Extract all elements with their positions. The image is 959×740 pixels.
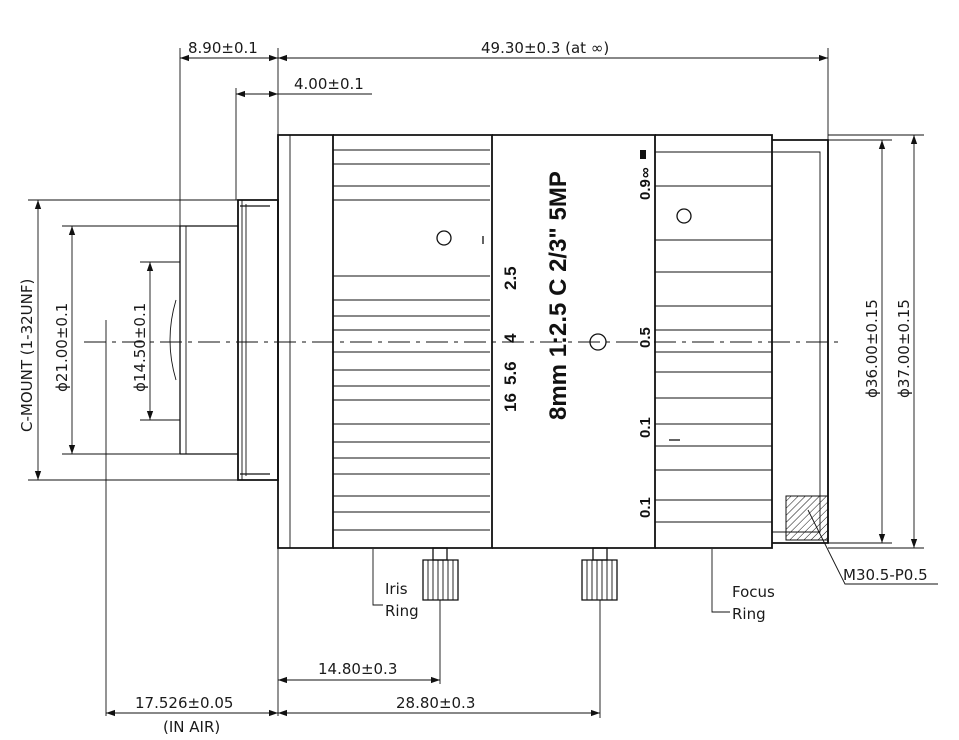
lens-body bbox=[169, 134, 829, 549]
focus-lock-screw bbox=[581, 547, 618, 601]
iris-scale-2-5: 2.5 bbox=[501, 266, 520, 290]
dim-iris-screw-distance: 14.80±0.3 bbox=[318, 660, 397, 678]
focus-scale-infinity: ∞ bbox=[637, 167, 654, 178]
filter-thread-label: M30.5-P0.5 bbox=[843, 566, 928, 584]
focus-ring-label-1: Focus bbox=[732, 583, 775, 601]
lens-model-engraving: 8mm 1:2.5 C 2/3" 5MP bbox=[545, 171, 572, 420]
mount-thread bbox=[237, 199, 279, 481]
rear-barrel bbox=[179, 225, 238, 455]
engravings: 8mm 1:2.5 C 2/3" 5MP 16 5.6 4 2.5 0.1 0.… bbox=[436, 150, 692, 518]
iris-scale-5-6: 5.6 bbox=[501, 361, 520, 385]
dim-thread-length: 4.00±0.1 bbox=[294, 75, 364, 93]
dim-mount-diameter: ϕ21.00±0.1 bbox=[53, 303, 71, 392]
dim-body-diameter-outer: ϕ37.00±0.15 bbox=[895, 299, 913, 398]
iris-scale-4: 4 bbox=[501, 333, 520, 343]
focus-ring-label-2: Ring bbox=[732, 605, 766, 623]
iris-index-dot bbox=[436, 230, 452, 246]
dim-focus-screw-distance: 28.80±0.3 bbox=[396, 694, 475, 712]
dim-body-diameter-inner: ϕ36.00±0.15 bbox=[863, 299, 881, 398]
dim-mount-thread: C-MOUNT (1-32UNF) bbox=[18, 279, 36, 432]
focus-ring bbox=[655, 134, 773, 549]
iris-ring-label-1: Iris bbox=[385, 580, 408, 598]
focus-scale-0-5: 0.5 bbox=[637, 327, 654, 348]
dim-rear-lens-diameter: ϕ14.50±0.1 bbox=[131, 303, 149, 392]
iris-scale-16: 16 bbox=[501, 393, 520, 412]
dim-flange-focal-distance: 17.526±0.05 bbox=[135, 694, 233, 712]
focus-index-dot bbox=[676, 208, 692, 224]
iris-ring bbox=[333, 134, 493, 549]
iris-ring-label-2: Ring bbox=[385, 602, 419, 620]
dim-overall-length: 49.30±0.3 (at ∞) bbox=[481, 39, 609, 57]
filter-thread-leader bbox=[807, 509, 938, 585]
focus-scale-0-9: 0.9 bbox=[637, 179, 654, 200]
dim-flange-offset: 8.90±0.1 bbox=[188, 39, 258, 57]
iris-ring-leader bbox=[372, 549, 383, 606]
marking-band bbox=[492, 134, 656, 549]
filter-thread-section bbox=[785, 495, 829, 541]
focus-scale-0-1: 0.1 bbox=[637, 417, 654, 438]
center-index-dot bbox=[589, 333, 607, 351]
focus-scale-0-1-low: 0.1 bbox=[637, 497, 654, 518]
iris-lock-screw bbox=[422, 547, 459, 601]
focus-ring-leader bbox=[711, 549, 730, 613]
dim-flange-focal-note: (IN AIR) bbox=[163, 718, 220, 736]
rear-lens-element bbox=[169, 299, 177, 381]
